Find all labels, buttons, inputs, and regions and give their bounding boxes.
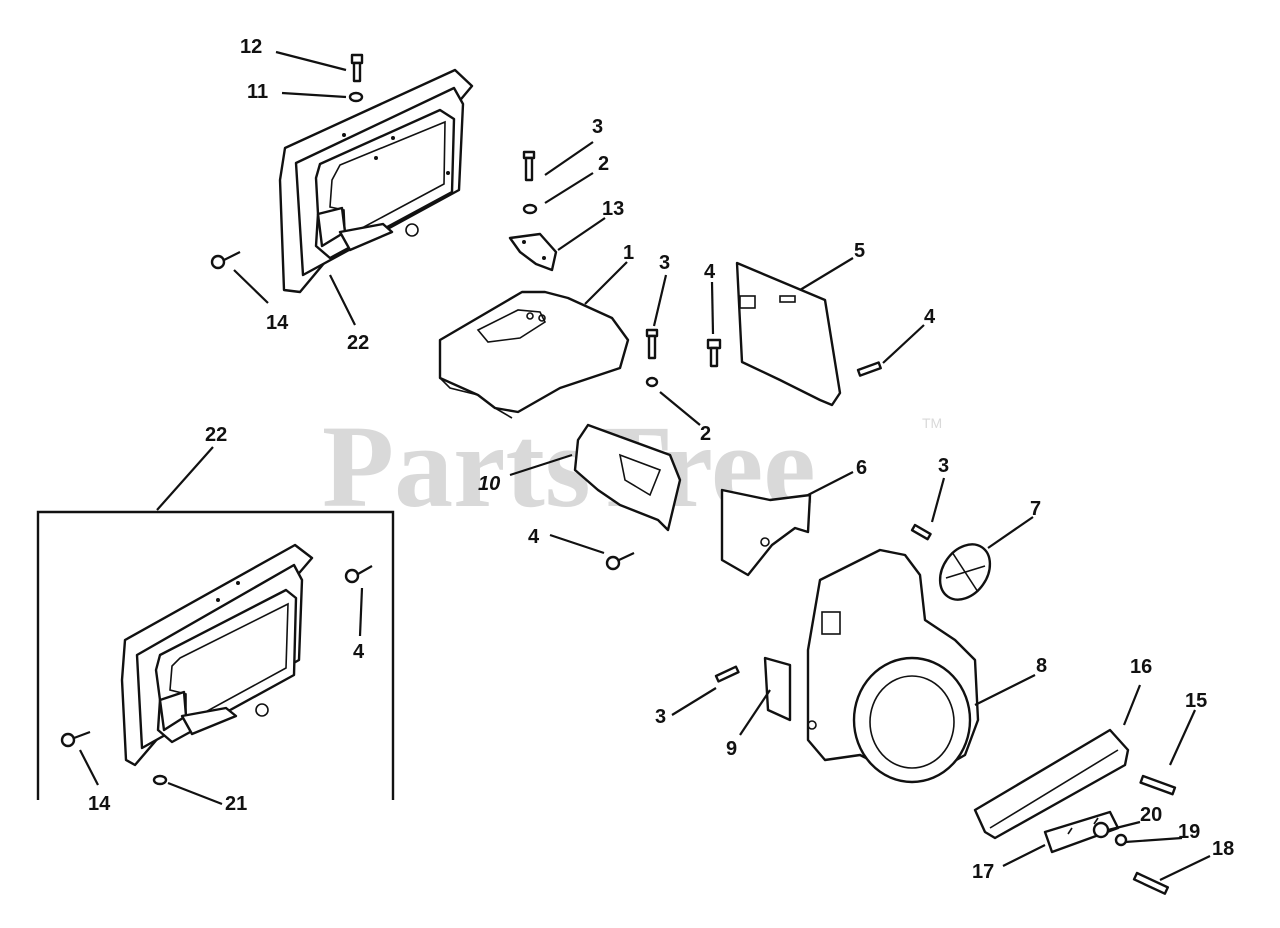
screw-4c xyxy=(605,552,635,571)
part-22-lower-panel xyxy=(36,510,395,800)
washer-2a xyxy=(522,203,538,215)
callout-3: 3 xyxy=(938,455,949,477)
screw-4d xyxy=(344,565,373,584)
part-5-plate xyxy=(735,261,842,407)
callout-13: 13 xyxy=(602,198,624,220)
callout-4: 4 xyxy=(924,306,936,328)
callout-4: 4 xyxy=(704,261,716,283)
washer-21 xyxy=(152,774,168,786)
callout-12: 12 xyxy=(240,36,262,58)
callout-22: 22 xyxy=(347,332,369,354)
part-10-bracket xyxy=(573,423,682,532)
callout-5: 5 xyxy=(854,240,865,262)
callout-22: 22 xyxy=(205,424,227,446)
hardware xyxy=(60,53,1177,895)
callout-10: 10 xyxy=(478,473,500,495)
callout-3: 3 xyxy=(592,116,603,138)
callout-14: 14 xyxy=(88,793,111,815)
part-6-shield xyxy=(720,488,812,577)
callout-9: 9 xyxy=(726,738,737,760)
leader-lines xyxy=(79,50,1211,881)
part-9-gasket xyxy=(763,656,792,722)
callout-3: 3 xyxy=(655,706,666,728)
screw-3a xyxy=(522,150,536,182)
screw-4a xyxy=(706,338,722,368)
screw-3d xyxy=(714,665,740,683)
callout-11: 11 xyxy=(247,81,268,103)
part-7-disk xyxy=(938,543,992,601)
callout-labels: 12 11 14 22 3 2 13 1 3 4 5 4 2 22 10 6 3… xyxy=(88,36,1234,883)
callout-1: 1 xyxy=(623,242,634,264)
callout-21: 21 xyxy=(225,793,247,815)
washer-11 xyxy=(348,91,364,103)
watermark-trademark: TM xyxy=(922,415,942,431)
screw-14a xyxy=(210,251,241,270)
callout-15: 15 xyxy=(1185,690,1207,712)
callout-4: 4 xyxy=(353,641,365,663)
screw-14b xyxy=(60,730,91,748)
callout-18: 18 xyxy=(1212,838,1234,860)
part-16-rail xyxy=(973,728,1130,840)
nut-20 xyxy=(1092,821,1110,839)
callout-14: 14 xyxy=(266,312,289,334)
callout-4: 4 xyxy=(528,526,540,548)
screw-12 xyxy=(350,53,364,83)
screw-18 xyxy=(1132,871,1170,895)
callout-2: 2 xyxy=(700,423,711,445)
screw-3c xyxy=(910,523,932,541)
callout-16: 16 xyxy=(1130,656,1152,678)
callout-3: 3 xyxy=(659,252,670,274)
callout-19: 19 xyxy=(1178,821,1200,843)
callout-6: 6 xyxy=(856,457,867,479)
screw-3b xyxy=(645,328,659,360)
part-1-cover xyxy=(438,290,630,419)
callout-20: 20 xyxy=(1140,804,1162,826)
screw-15 xyxy=(1139,774,1177,796)
part-13-bracket xyxy=(508,232,558,272)
screw-4b xyxy=(856,361,882,377)
part-8-blower-housing xyxy=(806,548,980,784)
washer-19 xyxy=(1114,833,1128,847)
washer-2b xyxy=(645,376,659,388)
callout-17: 17 xyxy=(972,861,994,883)
callout-8: 8 xyxy=(1036,655,1047,677)
callout-7: 7 xyxy=(1030,498,1041,520)
callout-2: 2 xyxy=(598,153,609,175)
part-22-upper-panel xyxy=(278,68,474,294)
